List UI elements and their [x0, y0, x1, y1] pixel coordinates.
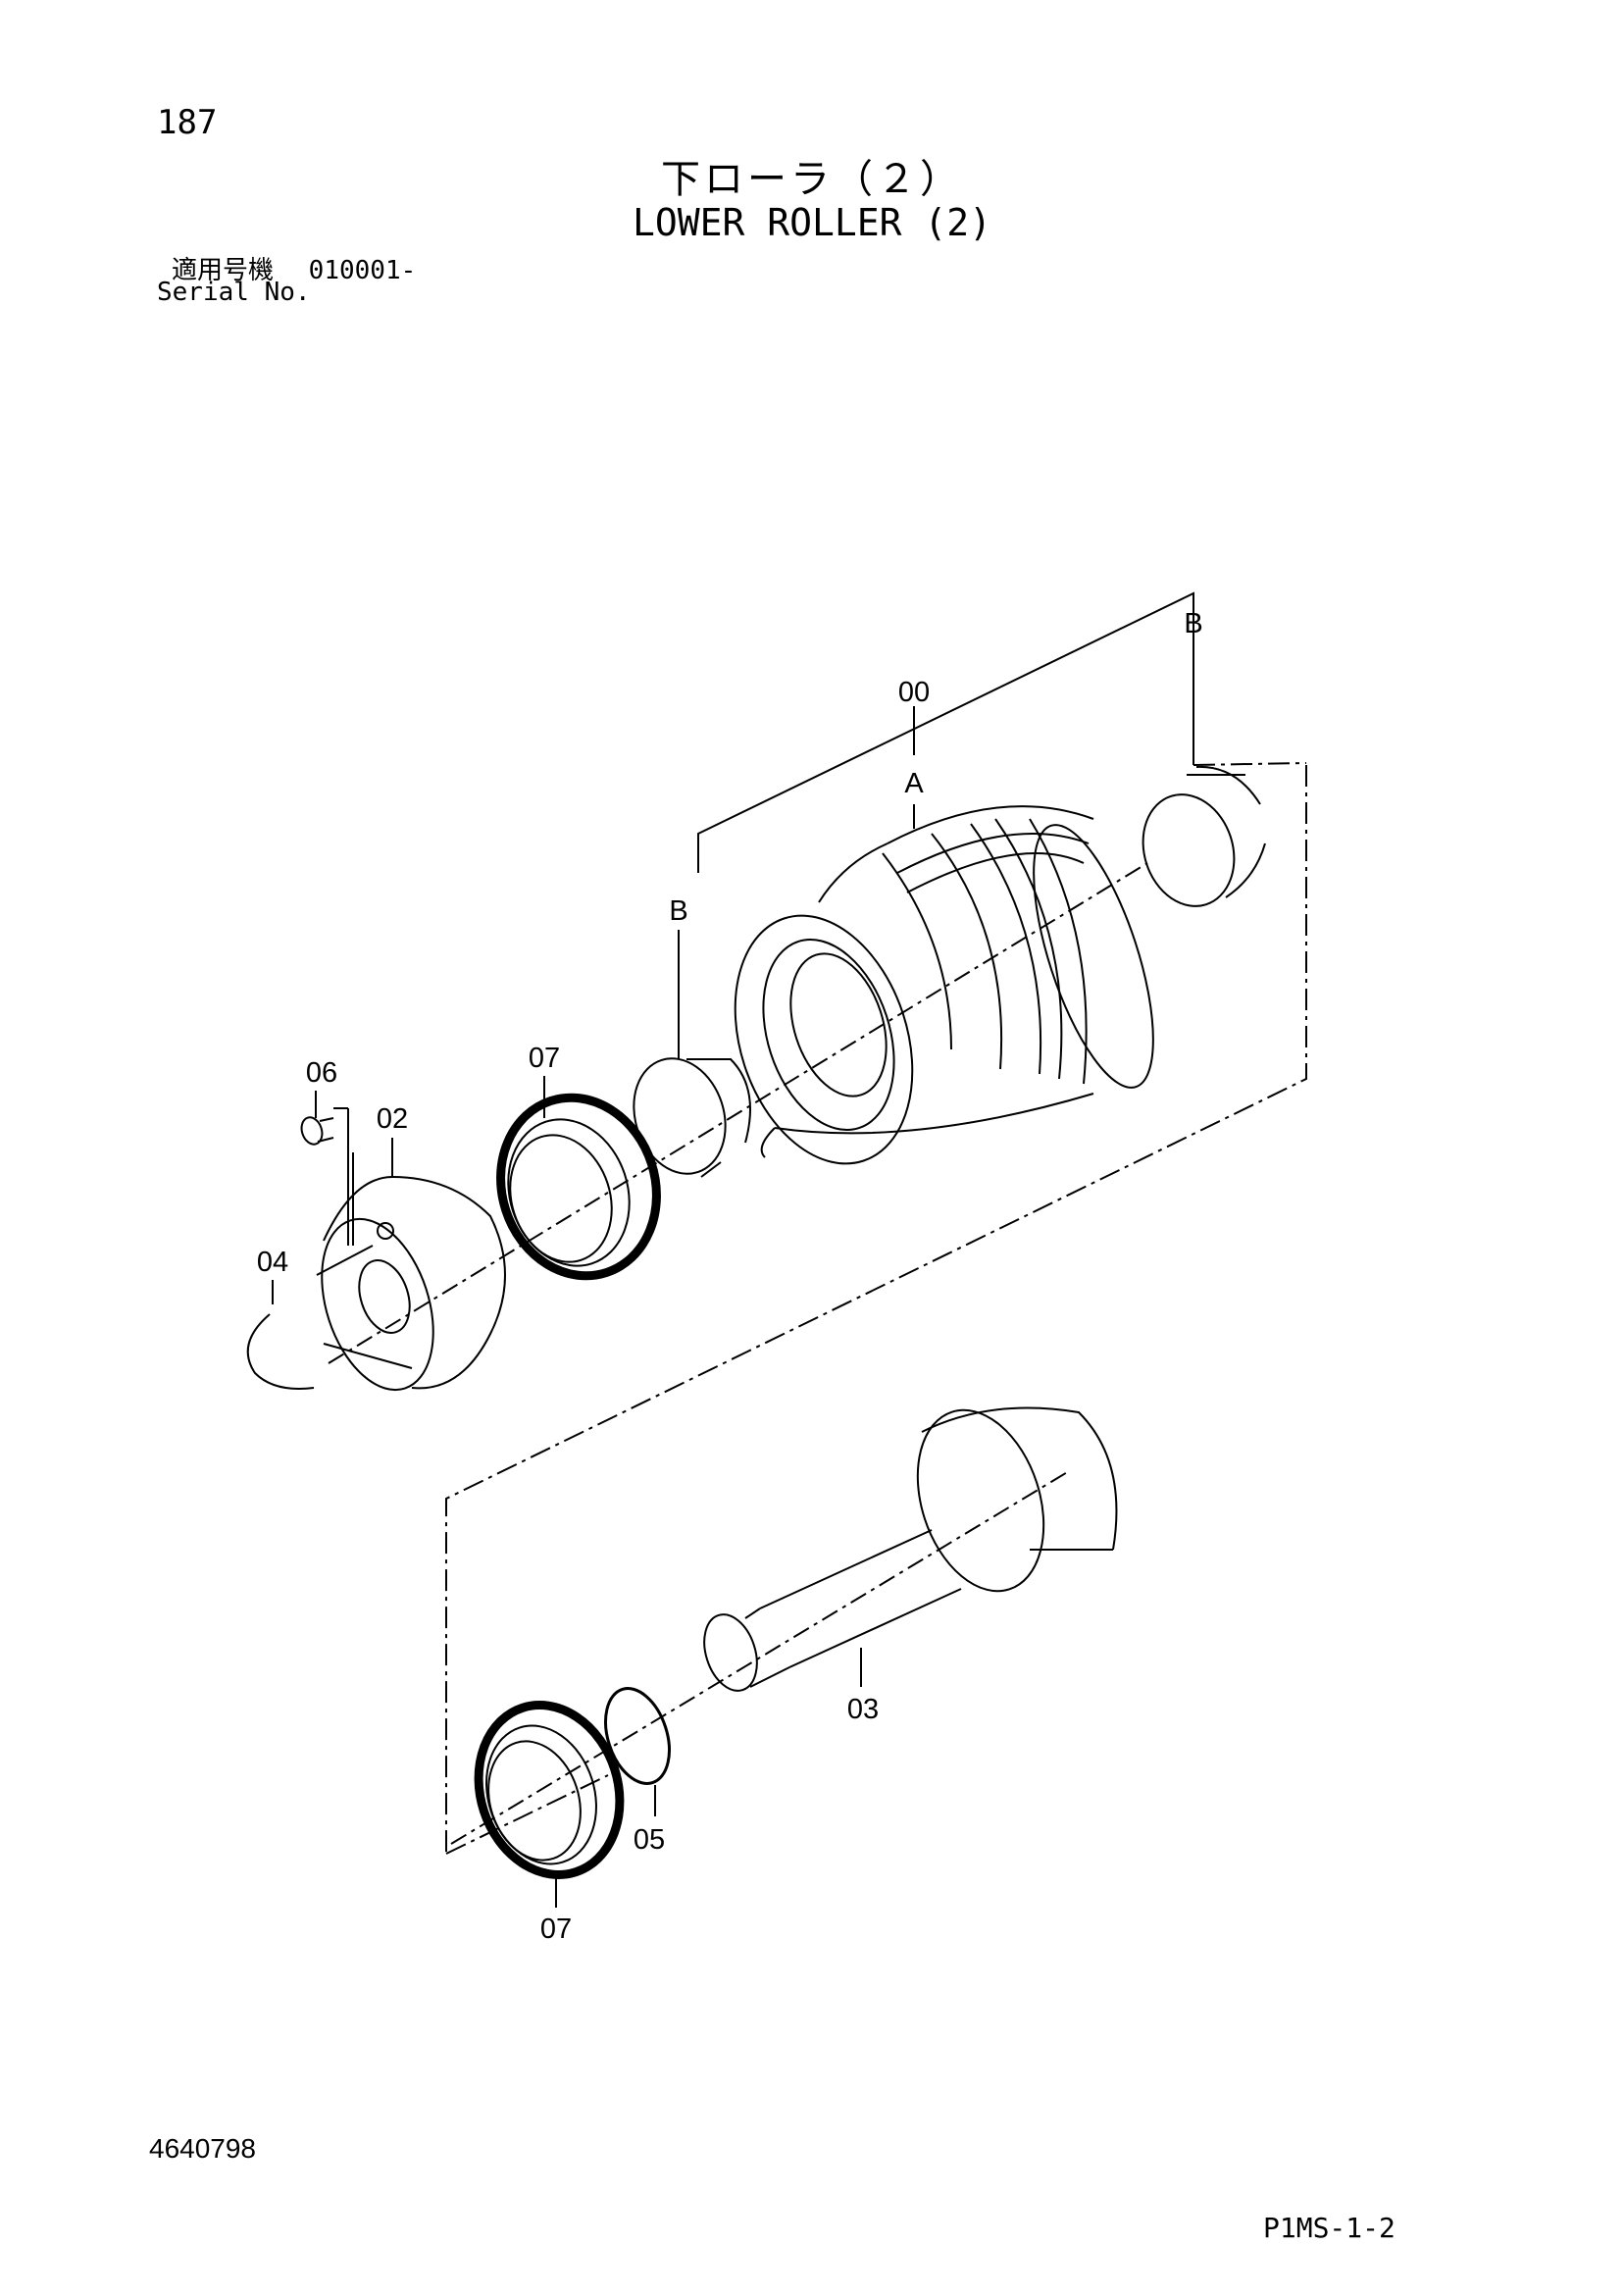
leader-lines — [272, 642, 1194, 1908]
assembly-frame-lines — [445, 591, 1307, 1855]
serial-label-japanese: 適用号機 — [172, 256, 275, 285]
collar-part-02 — [316, 1152, 506, 1392]
sheet-code: P1MS-1-2 — [1263, 2212, 1396, 2244]
callout-B-right: B — [1184, 608, 1202, 639]
callout-00: 00 — [898, 677, 930, 708]
plug-part-06 — [300, 1107, 349, 1246]
bushing-left — [633, 1057, 751, 1178]
callout-05: 05 — [634, 1824, 665, 1856]
callout-04: 04 — [257, 1247, 288, 1278]
floating-seal-bottom-part-07 — [474, 1701, 625, 1879]
page-title-japanese: 下ローラ（２） — [661, 157, 963, 202]
callout-labels: 00 A B B 06 07 02 04 03 05 07 — [257, 608, 1203, 1945]
callout-07-bottom: 07 — [540, 1913, 572, 1945]
o-ring-part-05 — [604, 1687, 671, 1785]
center-axis-lines — [328, 862, 1148, 1845]
callout-07-top: 07 — [529, 1043, 560, 1074]
callout-03: 03 — [847, 1694, 879, 1725]
page-title-english: LOWER ROLLER (2) — [632, 201, 992, 244]
roller-body-part-00 — [734, 805, 1154, 1165]
callout-B-left: B — [669, 895, 687, 927]
document-number: 4640798 — [149, 2133, 257, 2164]
retaining-ring-part-04 — [246, 1313, 315, 1390]
callout-A: A — [904, 768, 924, 799]
serial-label-english: Serial No. — [157, 278, 311, 307]
callout-02: 02 — [377, 1103, 408, 1135]
callout-06: 06 — [306, 1057, 337, 1089]
shaft-part-03 — [703, 1406, 1118, 1692]
page-number: 187 — [157, 103, 218, 142]
floating-seal-top-part-07 — [496, 1093, 661, 1281]
serial-applicability: 適用号機 010001- — [172, 250, 416, 286]
bushing-right — [1142, 765, 1266, 907]
serial-value: 010001- — [308, 256, 417, 285]
